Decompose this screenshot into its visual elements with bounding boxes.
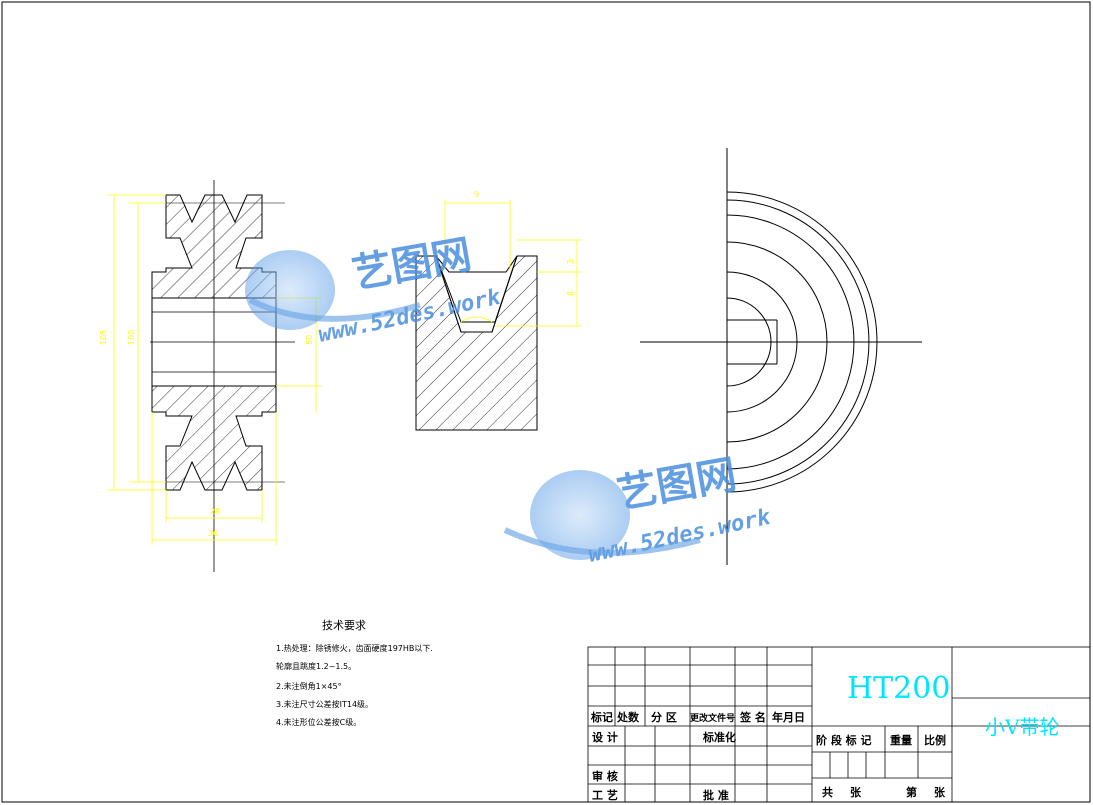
- sheet-no-label: 第: [906, 785, 917, 799]
- total-label: 共: [822, 785, 833, 799]
- dim-outer-dia: 105: [99, 330, 108, 345]
- groove-detail-view: 9 3 8: [415, 190, 582, 431]
- dim-bottom-w2: 36: [208, 529, 218, 538]
- dim-groove-h1: 3: [566, 259, 575, 264]
- design-label: 设 计: [592, 730, 618, 744]
- tech-req-item-1: 1.热处理：除锈修火，齿面硬度197HB以下.: [276, 643, 433, 653]
- weight-header: 重量: [890, 733, 912, 747]
- tech-req-item-3: 2.未注倒角1×45°: [276, 681, 342, 691]
- watermark-2: 艺图网 www.52des.work: [503, 452, 773, 568]
- part-name-text: 小V带轮: [985, 715, 1059, 739]
- tech-req-title: 技术要求: [322, 619, 366, 632]
- pulley-section-view: 105 100 50 28 36: [99, 180, 322, 572]
- review-label: 审 核: [592, 769, 618, 783]
- dim-bottom-w1: 28: [210, 507, 220, 516]
- dim-inner-dia: 100: [127, 330, 136, 345]
- tech-requirements: 技术要求 1.热处理：除锈修火，齿面硬度197HB以下. 轮廓且跳度1.2~1.…: [276, 619, 433, 727]
- watermark-brand-2: 艺图网: [614, 452, 740, 518]
- sheet-no-unit: 张: [934, 785, 946, 799]
- rev-header-date: 年月日: [772, 710, 805, 724]
- tech-req-item-5: 4.未注形位公差按C级。: [276, 717, 361, 727]
- scale-header: 比例: [924, 733, 946, 747]
- rev-header-zone: 分 区: [651, 710, 677, 724]
- total-unit: 张: [850, 785, 862, 799]
- standardize-label: 标准化: [702, 730, 736, 744]
- approve-label: 批 准: [703, 788, 729, 802]
- pulley-side-view: [640, 148, 922, 565]
- title-block-text: 标记 处数 分 区 更改文件号 签 名 年月日 设 计 标准化 审 核 工 艺 …: [590, 710, 946, 802]
- dim-hub-dia: 50: [305, 335, 314, 345]
- dim-groove-w: 9: [474, 190, 479, 199]
- tech-req-item-2: 轮廓且跳度1.2~1.5。: [276, 661, 356, 671]
- dim-groove-h2: 8: [566, 291, 575, 296]
- stage-header: 阶 段 标 记: [816, 733, 872, 747]
- process-label: 工 艺: [592, 788, 618, 802]
- rev-header-count: 处数: [616, 710, 640, 724]
- rev-header-mark: 标记: [590, 710, 613, 724]
- material-text: HT200: [847, 671, 950, 706]
- title-block: [587, 646, 1091, 803]
- tech-req-item-4: 3.未注尺寸公差按IT14级。: [276, 699, 373, 709]
- rev-header-doc: 更改文件号: [690, 712, 735, 724]
- rev-header-sign: 签 名: [739, 710, 766, 724]
